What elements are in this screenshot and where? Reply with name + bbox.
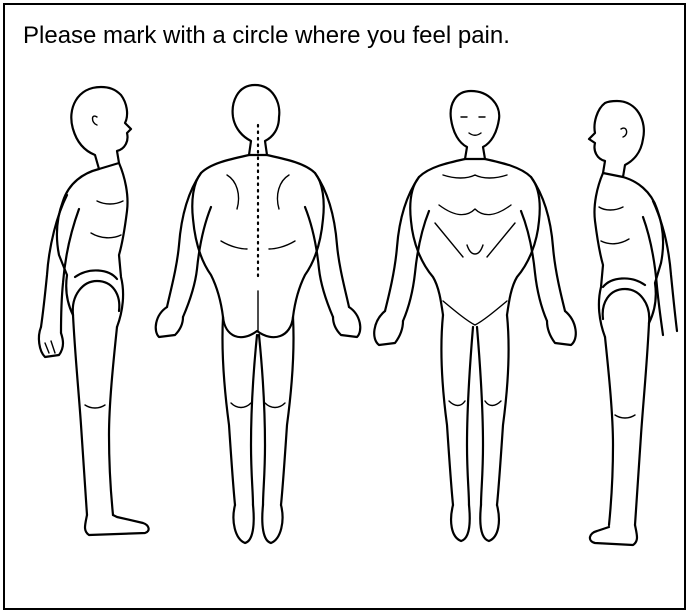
- body-diagram[interactable]: [5, 5, 688, 612]
- body-side-left-icon[interactable]: [39, 87, 149, 535]
- pain-diagram-form: Please mark with a circle where you feel…: [3, 3, 686, 610]
- body-front-icon[interactable]: [374, 91, 576, 541]
- body-back-icon[interactable]: [156, 85, 361, 543]
- body-outline-figures[interactable]: [5, 5, 688, 612]
- body-side-right-icon[interactable]: [589, 101, 677, 545]
